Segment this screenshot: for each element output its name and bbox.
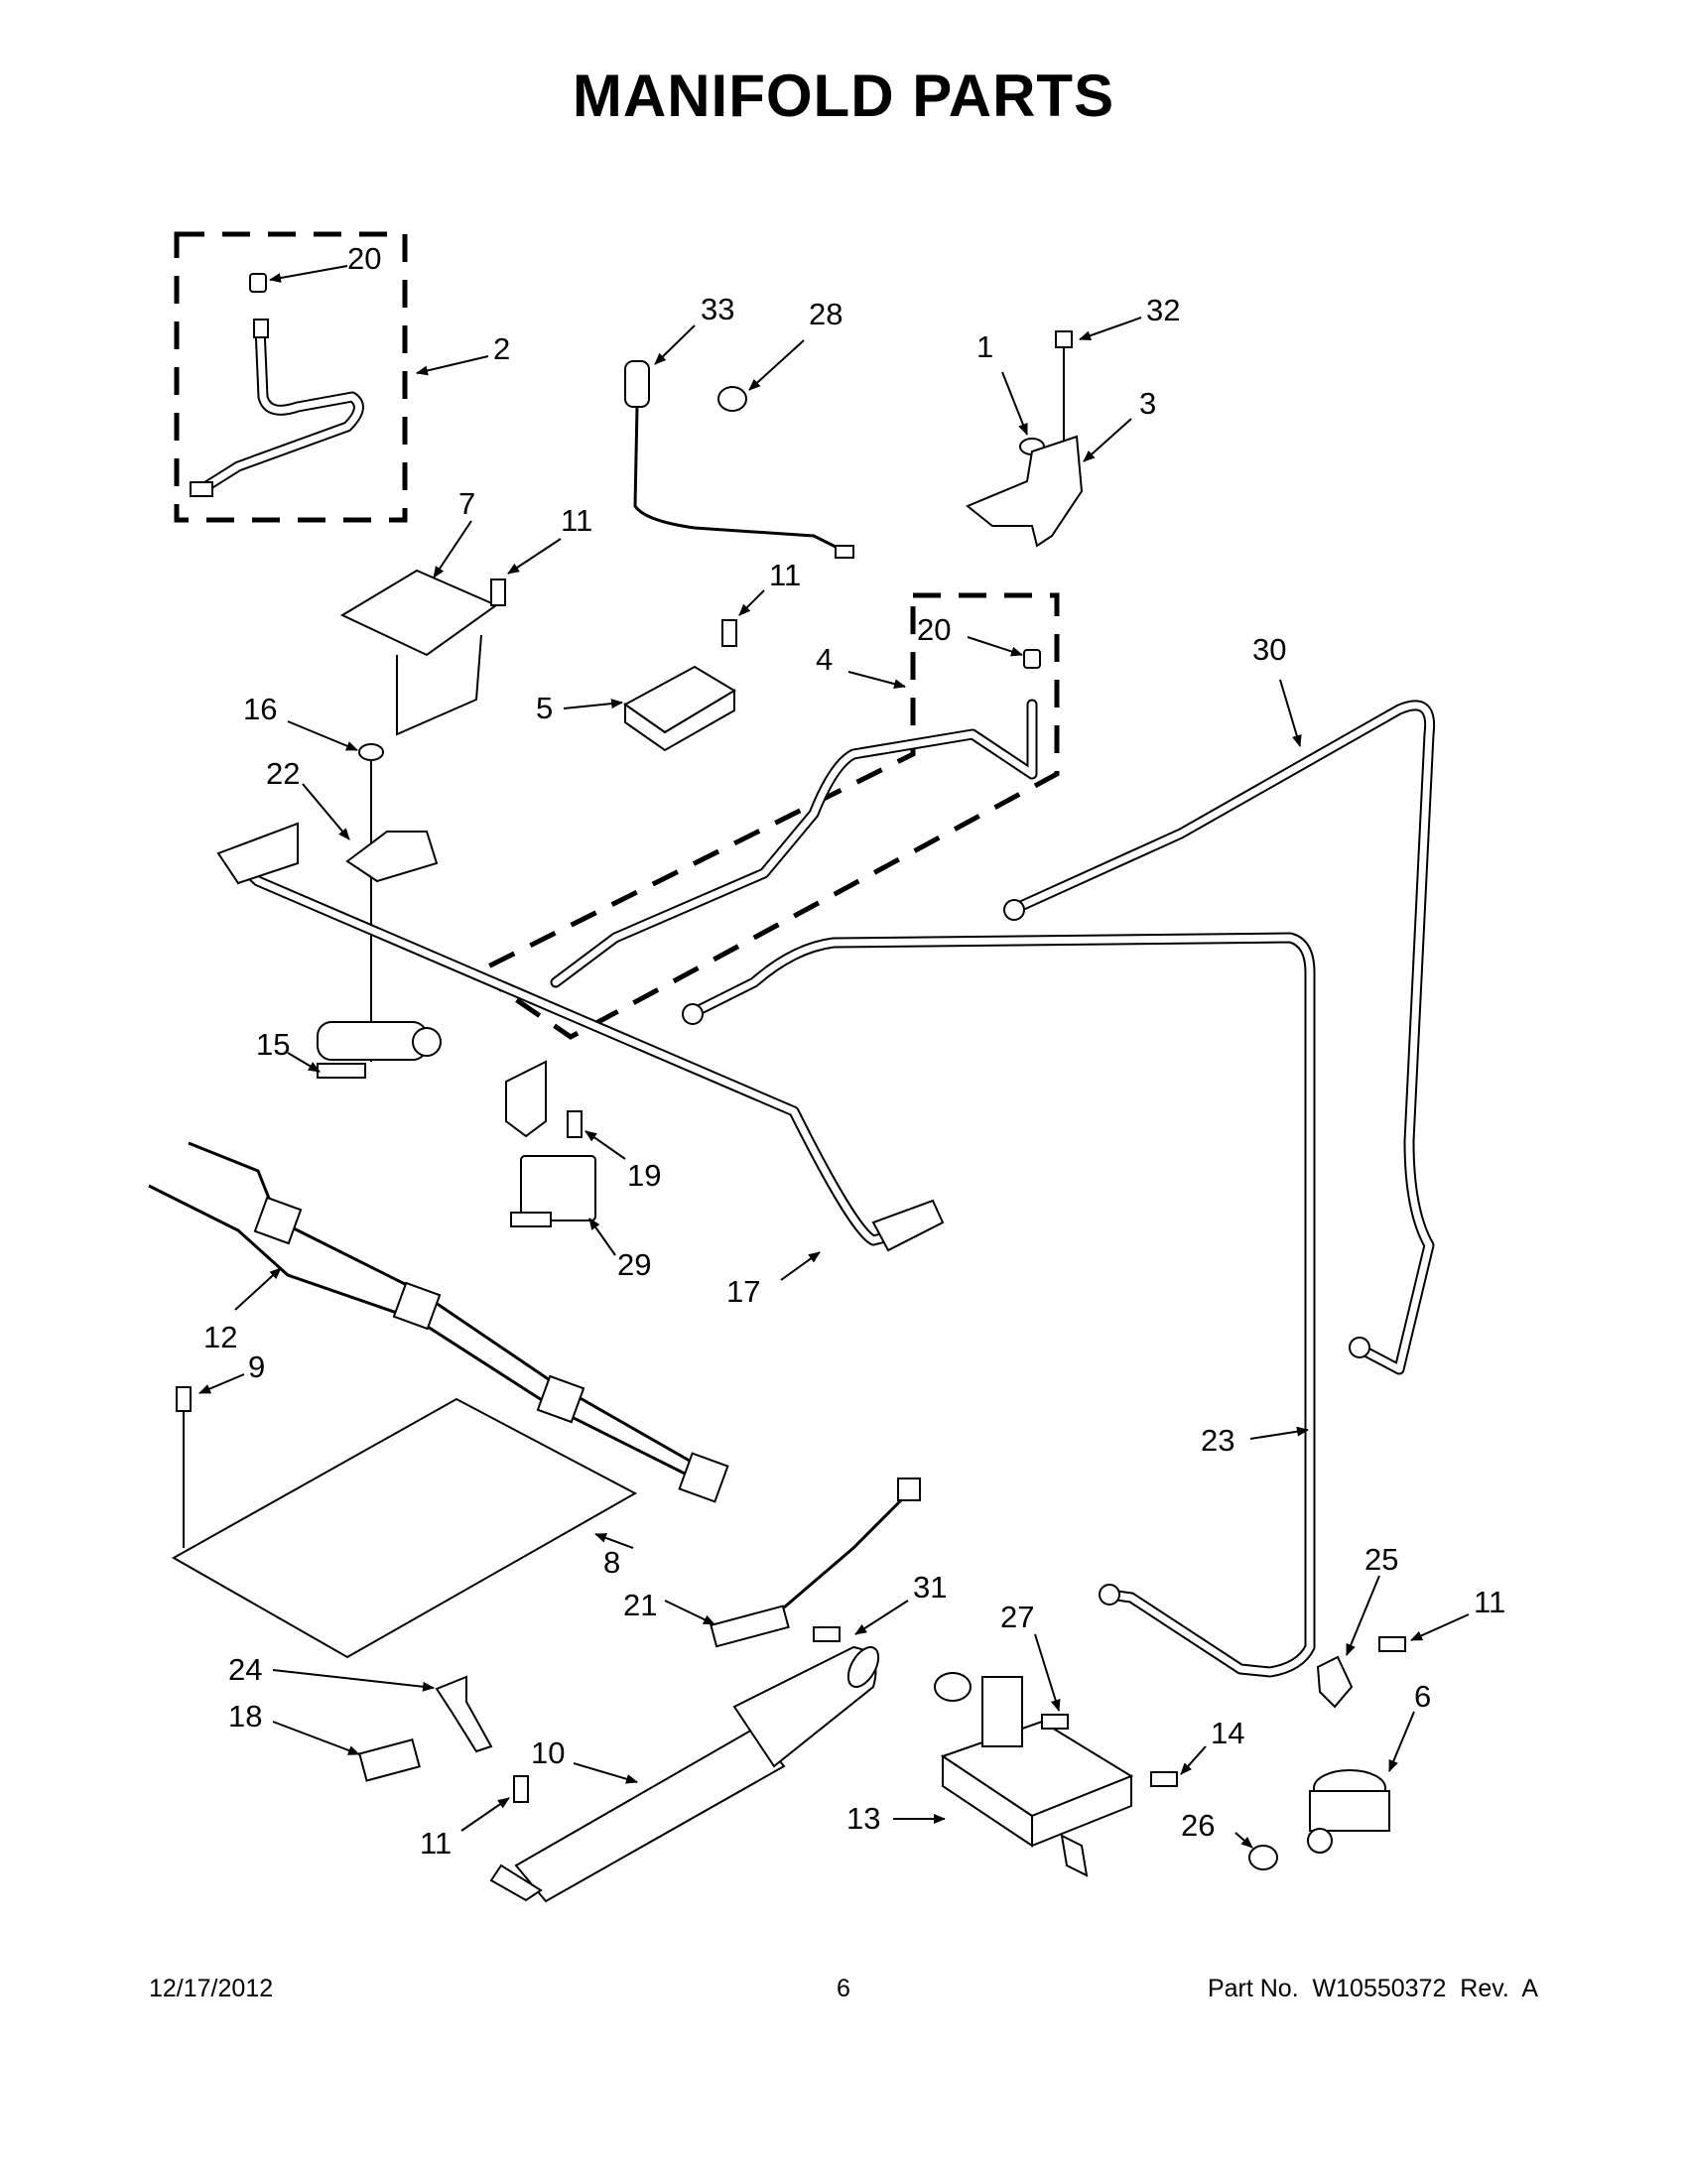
part-14-screw (1150, 1771, 1178, 1787)
part-11-screw-c (1378, 1636, 1406, 1652)
part-9-screw (176, 1386, 192, 1548)
part-2-dashed-box (174, 231, 408, 523)
callout-19: 19 (627, 1158, 661, 1193)
part-11-screw-b (721, 619, 737, 647)
part-20-nut-top (249, 273, 267, 293)
callout-1: 1 (976, 329, 993, 364)
callout-27: 27 (1000, 1600, 1034, 1634)
part-19-screw (567, 1110, 583, 1138)
footer-page-number: 6 (837, 1975, 850, 2002)
callout-26: 26 (1181, 1808, 1215, 1843)
callout-32: 32 (1146, 293, 1180, 327)
callout-20-top: 20 (347, 241, 381, 276)
callout-16: 16 (243, 692, 277, 726)
part-30-tube (1003, 700, 1436, 1375)
callout-23: 23 (1201, 1423, 1234, 1458)
callout-10: 10 (531, 1735, 565, 1770)
valve-bracket (505, 1060, 547, 1138)
part-15-valve (317, 1021, 442, 1079)
callout-11-c: 11 (1474, 1585, 1505, 1619)
footer-part-number: Part No. W10550372 Rev. A (1207, 1975, 1538, 2002)
part-12-harness (148, 1141, 729, 1503)
part-33-sensor (624, 360, 854, 559)
callout-4: 4 (816, 642, 833, 677)
part-17-manifold (216, 822, 945, 1252)
part-26-orifice (1248, 1845, 1278, 1870)
callout-17: 17 (726, 1274, 760, 1309)
part-3-bracket (966, 435, 1084, 548)
callout-9: 9 (248, 1349, 265, 1384)
part-11-screw-d (513, 1775, 529, 1803)
callout-3: 3 (1139, 386, 1156, 421)
callout-12: 12 (203, 1320, 237, 1354)
part-27-screw (1041, 1714, 1069, 1730)
callout-7: 7 (458, 486, 475, 521)
callout-22: 22 (266, 756, 300, 791)
part-18-clip (358, 1738, 421, 1782)
part-22-bracket (345, 831, 439, 883)
callout-25: 25 (1364, 1542, 1398, 1577)
part-31-screw (813, 1626, 841, 1642)
part-28-grommet (717, 386, 747, 412)
callout-31: 31 (913, 1570, 947, 1605)
part-6-regulator (1307, 1769, 1390, 1854)
part-5-block (623, 665, 736, 752)
footer-date: 12/17/2012 (149, 1975, 274, 2002)
part-32-screw (1055, 330, 1073, 447)
part-13-safety-valve (934, 1672, 1134, 1877)
callout-6: 6 (1414, 1679, 1431, 1714)
callout-11-d: 11 (420, 1826, 452, 1861)
callout-21: 21 (623, 1588, 657, 1622)
callout-30: 30 (1252, 632, 1286, 667)
part-11-screw-a (490, 578, 506, 606)
callout-29: 29 (617, 1247, 651, 1282)
callout-28: 28 (809, 297, 843, 331)
callout-2: 2 (493, 331, 510, 366)
callout-11-b: 11 (769, 558, 801, 592)
callout-5: 5 (536, 691, 553, 725)
part-24-bracket (435, 1675, 493, 1753)
callout-15: 15 (256, 1027, 290, 1062)
callout-11-a: 11 (561, 503, 592, 538)
part-7-cover (339, 569, 499, 736)
part-20-nut-b (1023, 649, 1041, 669)
part-21-igniter (710, 1477, 921, 1648)
part-2-tube (190, 319, 364, 497)
callout-24: 24 (228, 1652, 262, 1687)
callout-20-b: 20 (917, 612, 951, 647)
callout-18: 18 (228, 1699, 262, 1734)
page-title: MANIFOLD PARTS (572, 63, 1115, 129)
callout-8: 8 (603, 1545, 620, 1580)
part-8-shield (171, 1397, 638, 1659)
part-4-tube (550, 699, 1038, 988)
part-4-dashed-box (471, 592, 1060, 1040)
part-25-clip (1316, 1655, 1354, 1709)
part-23-tube (682, 932, 1316, 1678)
part-29-thermostat (510, 1155, 596, 1227)
callout-33: 33 (701, 292, 734, 326)
leader-lines (198, 265, 1470, 1849)
part-16-screw (358, 743, 384, 1062)
callout-13: 13 (846, 1801, 880, 1836)
part-10-burner (489, 1645, 880, 1903)
callout-14: 14 (1211, 1716, 1244, 1750)
